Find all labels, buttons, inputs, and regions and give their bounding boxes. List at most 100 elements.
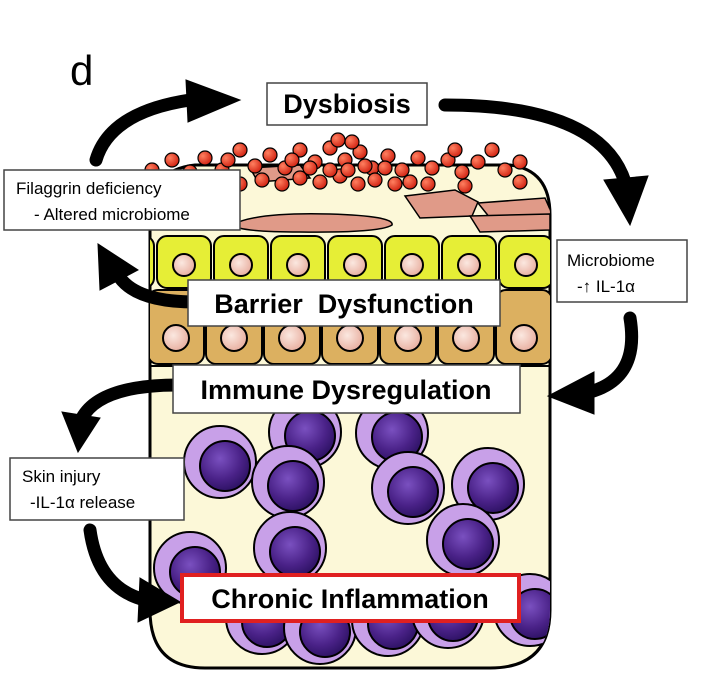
chronic-inflammation-label: Chronic Inflammation (211, 584, 489, 614)
immune-cell-nucleus (467, 462, 519, 514)
arrow-barrier-to-filaggrin (113, 271, 202, 309)
bacterium (357, 158, 373, 174)
bacterium (292, 170, 308, 186)
bacterium (420, 176, 436, 192)
immune-dysregulation-label: Immune Dysregulation (200, 375, 491, 405)
bacterium (344, 134, 360, 150)
corneocyte-flake (403, 189, 479, 219)
bacterium (232, 142, 248, 158)
bacterium (410, 150, 426, 166)
bacterium (394, 162, 410, 178)
bacterium (292, 142, 308, 158)
cell-nucleus (400, 253, 424, 277)
cell-nucleus (229, 253, 253, 277)
barrier-label-box: Barrier Dysfunction (187, 279, 501, 327)
bacterium (387, 176, 403, 192)
skin-injury-annotation: Skin injury -IL-1α release (9, 457, 185, 521)
arrow-dysbiosis-to-microbiome (438, 98, 632, 189)
arrow-microbiome-to-immune (583, 311, 639, 399)
filaggrin-annotation: Filaggrin deficiency - Altered microbiom… (3, 169, 241, 231)
chronic-label-box: Chronic Inflammation (180, 573, 521, 623)
arrowhead (137, 577, 182, 623)
injury-line1: Skin injury (22, 467, 101, 486)
granular-cell-layer (150, 235, 550, 289)
bacterium (424, 160, 440, 176)
bacterium (340, 162, 356, 178)
bacterium (470, 154, 486, 170)
arrow-immune-to-injury (75, 378, 185, 425)
immune-cell-nucleus (267, 460, 319, 512)
cycle-arrows (61, 79, 649, 623)
arrow-injury-to-chronic (83, 523, 152, 607)
bacterium (484, 142, 500, 158)
cell-nucleus (452, 324, 480, 352)
cell-nucleus (172, 253, 196, 277)
bacterium (457, 178, 473, 194)
cell-nucleus (278, 324, 306, 352)
cell-nucleus (514, 253, 538, 277)
bacterium (454, 164, 470, 180)
bacterium (254, 172, 270, 188)
barrier-dysfunction-label: Barrier Dysfunction (214, 289, 474, 319)
cell-nucleus (105, 325, 131, 351)
bacterium (377, 160, 393, 176)
cell-nucleus (457, 253, 481, 277)
bacterium (447, 142, 463, 158)
corneocyte-flake (230, 213, 393, 233)
cell-nucleus (336, 324, 364, 352)
bacterium (262, 147, 278, 163)
bacterium (164, 152, 180, 168)
immune-cell-nucleus (442, 518, 494, 570)
immune-cell (371, 451, 445, 525)
arrowhead (603, 175, 649, 227)
filaggrin-line2: - Altered microbiome (34, 205, 190, 224)
granular-cell (150, 235, 155, 289)
corneocyte-flake (468, 213, 550, 233)
bacterium (274, 176, 290, 192)
bacterium (512, 174, 528, 190)
corneocyte-flake (476, 197, 550, 219)
bacterium (352, 144, 368, 160)
cell-nucleus (220, 324, 248, 352)
bacterium (322, 162, 338, 178)
bacterium (330, 132, 346, 148)
immune-cell (251, 445, 325, 519)
arrow-filaggrin-to-dysbiosis (89, 93, 197, 167)
filaggrin-line1: Filaggrin deficiency (16, 179, 162, 198)
immune-cell (253, 511, 327, 585)
immune-cell-nucleus (269, 526, 321, 578)
immune-label-box: Immune Dysregulation (172, 364, 521, 414)
bacterium (350, 176, 366, 192)
bacterium (284, 152, 300, 168)
panel-letter: d (70, 47, 93, 94)
cell-nucleus (394, 324, 422, 352)
arrowhead (546, 371, 595, 415)
injury-line2: -IL-1α release (30, 493, 135, 512)
arrowhead (185, 79, 242, 123)
bacterium (497, 162, 513, 178)
immune-cell (183, 425, 257, 499)
bacterium (247, 158, 263, 174)
microbiome-line1: Microbiome (567, 251, 655, 270)
cell-nucleus (510, 324, 538, 352)
bacterium (220, 152, 236, 168)
immune-cell (426, 503, 500, 577)
immune-cell-nucleus (387, 466, 439, 518)
bacterium (402, 174, 418, 190)
dysbiosis-label: Dysbiosis (283, 89, 411, 119)
basal-cell (90, 290, 146, 364)
immune-cell (451, 447, 525, 521)
bacterium (312, 174, 328, 190)
arrowhead (61, 411, 101, 454)
bacterium (197, 150, 213, 166)
cell-nucleus (162, 324, 190, 352)
bacterium (367, 172, 383, 188)
bacterium (302, 160, 318, 176)
microbiome-annotation: Microbiome -↑ IL-1α (556, 239, 688, 303)
bacterium (512, 154, 528, 170)
dysbiosis-label-box: Dysbiosis (266, 82, 428, 126)
immune-cell-nucleus (199, 440, 251, 492)
cell-nucleus (286, 253, 310, 277)
